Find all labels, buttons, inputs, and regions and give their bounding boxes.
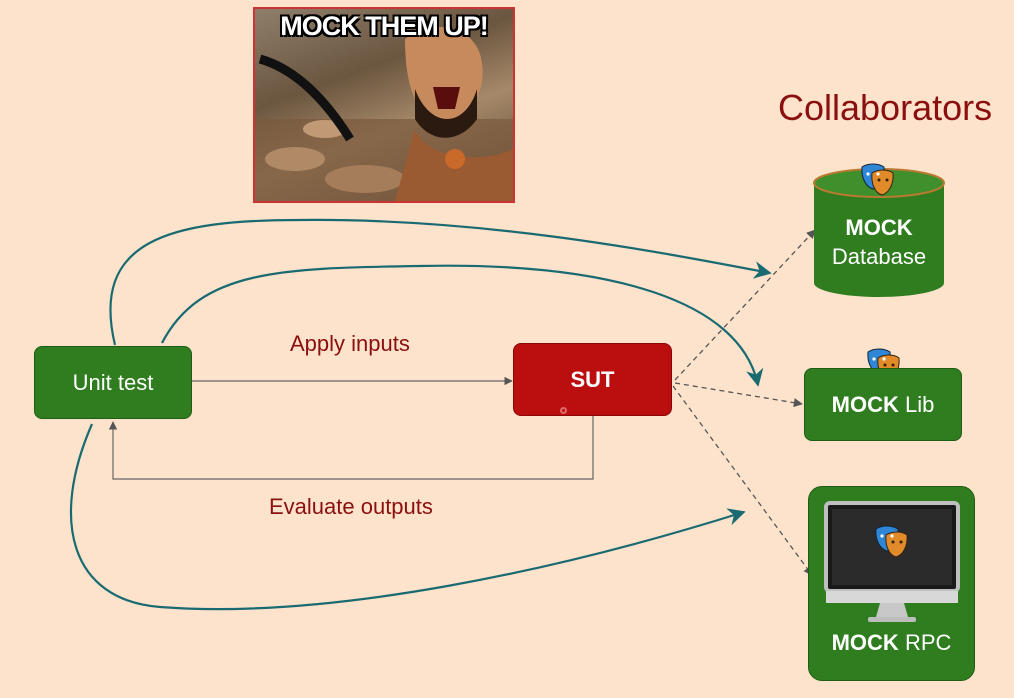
mock-rpc-prefix: MOCK [831,630,899,655]
cursor-dot [560,407,567,414]
mock-lib-name: Lib [904,391,935,417]
sut-to-database-dashed-arrow [674,229,816,381]
evaluate-outputs-label: Evaluate outputs [269,494,433,519]
unit-test-box: Unit test [34,346,192,419]
mock-database-name: Database [831,244,927,269]
unit-test-to-rpc-curve [69,423,746,611]
unit-test-to-lib-curve [161,264,764,387]
collaborators-title: Collaborators [778,87,993,128]
mock-rpc-box: MOCK RPC [808,486,975,681]
unit-test-label: Unit test [72,369,154,395]
apply-inputs-label: Apply inputs [290,331,410,356]
theater-masks-icon [875,525,908,558]
sut-label: SUT [570,366,615,392]
sut-box: SUT [513,343,672,416]
mock-database-text: MOCK Database [814,213,944,271]
mock-database-prefix: MOCK [845,215,913,240]
mock-lib-box: MOCK Lib [804,368,962,441]
meme-caption: MOCK THEM UP! [280,11,488,41]
sut-to-rpc-dashed-arrow [672,385,813,576]
monitor-icon [824,501,960,622]
meme-image: MOCK THEM UP! [253,7,515,203]
sut-to-lib-dashed-arrow [674,382,803,408]
unit-test-to-database-curve [109,218,772,346]
theater-masks-icon [861,163,894,196]
evaluate-outputs-arrow [108,416,594,480]
meme-illustration [255,27,513,201]
mock-rpc-name: RPC [904,630,952,655]
mock-lib-prefix: MOCK [831,391,899,417]
